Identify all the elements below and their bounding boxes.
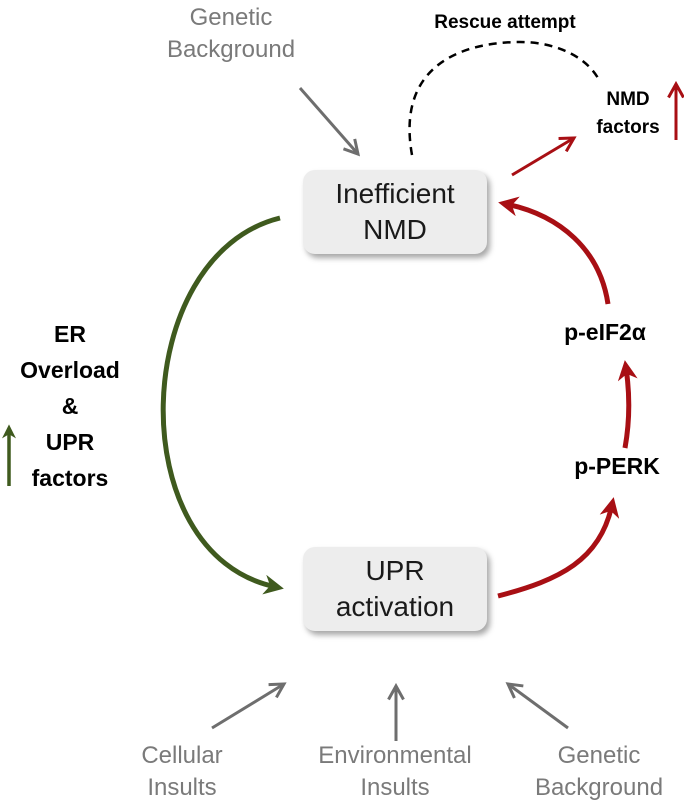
cellular-insults-label: Cellular Insults [112,740,252,804]
label-line: Genetic [557,742,641,769]
label-line: Insults [147,774,217,801]
p-eif2a-label: p-eIF2α [564,319,646,345]
bottom-genetic-background-label: Genetic Background [514,740,684,804]
genetic-background-to-nmd-arrow [298,87,358,154]
peif2a-to-nmd-red-arc [498,196,611,305]
pperk-to-peif2a-red-arc [617,360,638,449]
node-label-line: activation [335,591,455,622]
environmental-insults-label: Environmental Insults [298,740,492,804]
label-line: Background [534,774,664,801]
label-line: ER [54,321,86,347]
label-line: Cellular [141,742,223,769]
nmd-to-upr-green-arc [160,215,284,595]
nmd-to-nmd-factors-arrow [511,138,574,177]
node-label-line: NMD [363,214,427,245]
label-line: factors [31,465,109,491]
nmd-factors-label: NMD factors [588,86,668,142]
label-line: Overload [20,357,120,383]
p-perk-label: p-PERK [574,453,660,479]
label-line: NMD [606,89,650,110]
label-line: Genetic [189,4,273,31]
cellular-insults-arrow [211,684,284,730]
node-label-line: UPR [365,555,425,586]
label-line: factors [596,117,660,138]
label-line: & [61,393,79,419]
upr-activation-node: UPR activation [303,547,487,631]
label-line: Background [166,36,296,63]
inefficient-nmd-node: Inefficient NMD [303,170,487,254]
node-label-line: Inefficient [335,178,455,209]
rescue-attempt-dashed-arc [408,40,602,156]
upr-to-pperk-red-arc [497,497,620,599]
label-line: Insults [360,774,430,801]
rescue-attempt-label: Rescue attempt [434,12,576,33]
genetic-background-bottom-arrow [508,684,569,730]
top-genetic-background-label: Genetic Background [146,2,316,66]
er-overload-upr-factors-label: ER Overload & UPR factors [0,316,140,496]
label-line: UPR [45,429,95,455]
label-line: Environmental [318,742,472,769]
